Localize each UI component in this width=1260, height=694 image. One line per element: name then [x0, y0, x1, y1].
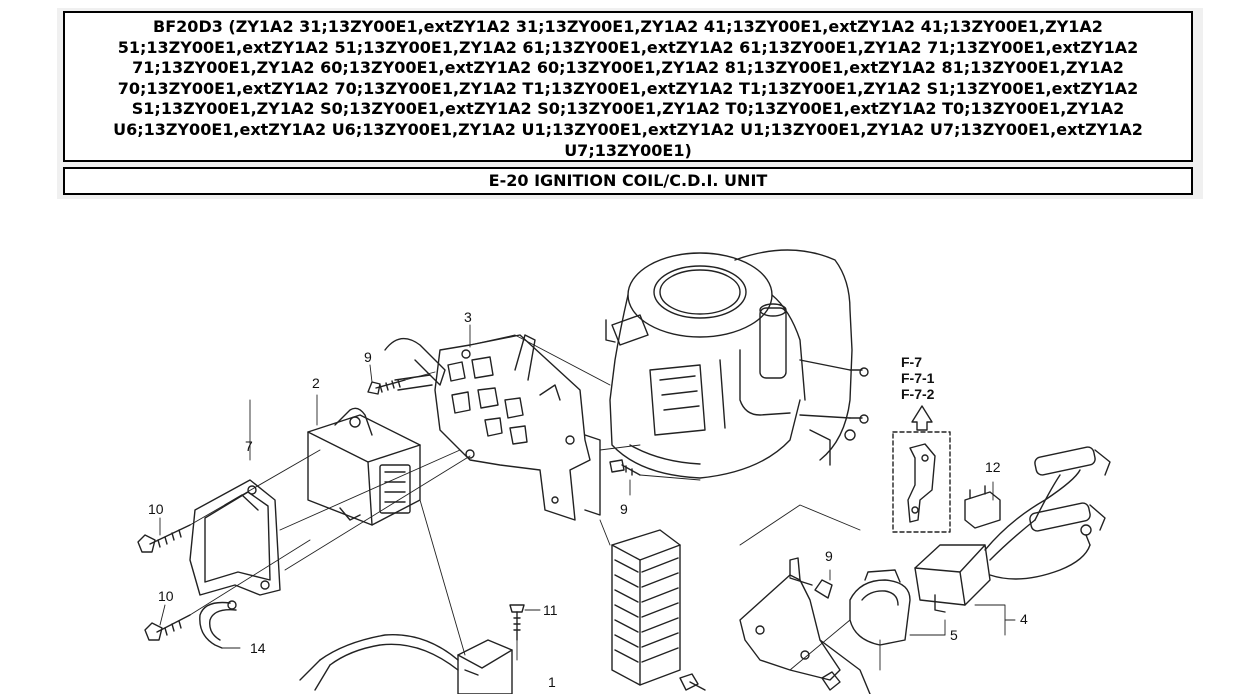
reference-f7[interactable]: F-7	[901, 354, 922, 370]
bolt-9-top	[367, 379, 406, 395]
callout-1: 1	[548, 674, 556, 690]
callout-5: 5	[950, 627, 958, 643]
reference-f7-1[interactable]: F-7-1	[901, 370, 935, 386]
callout-9-mid: 9	[620, 501, 628, 517]
bolt-9-mid	[609, 459, 641, 476]
ignition-coil-bracket	[739, 557, 871, 694]
part-12-connector	[964, 485, 1001, 529]
callout-labels: 1 2 3 4 5 7 9 9 9 10 10 11 12 14	[148, 309, 1028, 690]
callout-7: 7	[245, 438, 253, 454]
part-5-coil-bracket	[849, 569, 911, 646]
reference-labels: F-7 F-7-1 F-7-2	[901, 354, 935, 402]
callout-4: 4	[1020, 611, 1028, 627]
part-2-cdi-unit	[307, 407, 421, 526]
bolt-10-lower	[144, 614, 191, 641]
callout-9-lower: 9	[825, 548, 833, 564]
callout-11: 11	[543, 602, 558, 618]
part-4-ignition-coil	[914, 446, 1111, 613]
parts-diagram: 1 2 3 4 5 7 9 9 9 10 10 11 12 14 F-7 F-7…	[137, 249, 1111, 694]
section-title: E-20 IGNITION COIL/C.D.I. UNIT	[63, 167, 1193, 195]
reference-detail-box	[892, 405, 951, 533]
bolt-9-lower	[789, 577, 833, 599]
bolt-10-upper	[137, 524, 191, 553]
part-1-pulser	[299, 634, 513, 694]
screw-11	[509, 604, 525, 641]
bolt-bottom-center	[679, 673, 706, 691]
reference-f7-2[interactable]: F-7-2	[901, 386, 935, 402]
regulator-rectifier	[611, 529, 681, 686]
leader-lines	[159, 324, 1016, 671]
callout-10-upper: 10	[148, 501, 164, 517]
bolt-bottom-right	[821, 671, 841, 691]
model-title: BF20D3 (ZY1A2 31;13ZY00E1,extZY1A2 31;13…	[63, 11, 1193, 162]
callout-2: 2	[312, 375, 320, 391]
part-7-plate	[189, 479, 281, 596]
callout-12: 12	[985, 459, 1001, 475]
part-3-bracket	[384, 334, 601, 521]
callout-10-lower: 10	[158, 588, 174, 604]
callout-9-top: 9	[364, 349, 372, 365]
engine-block	[605, 249, 869, 479]
part-14-clamp	[199, 600, 237, 649]
callout-14: 14	[250, 640, 266, 656]
callout-3: 3	[464, 309, 472, 325]
